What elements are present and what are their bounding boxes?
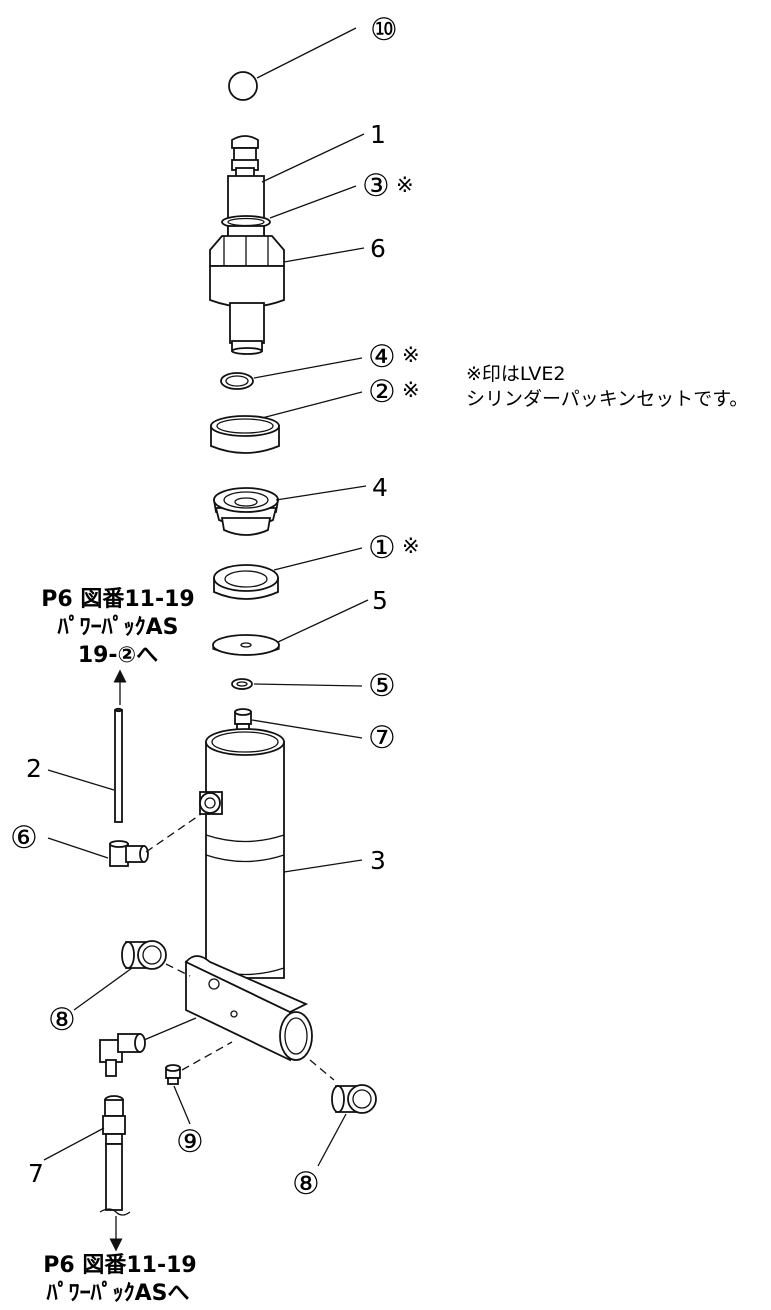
callout-p2: 2 bbox=[26, 754, 42, 783]
leader-c9 bbox=[173, 1085, 191, 1125]
part-cup-seal bbox=[212, 487, 280, 536]
ref-upper-line1: P6 図番11-19 bbox=[41, 587, 194, 612]
part-elbow-fitting bbox=[109, 840, 149, 867]
part-cylinder bbox=[184, 728, 313, 1062]
dash-c8-right bbox=[309, 1059, 335, 1081]
leader-c5 bbox=[253, 683, 363, 687]
callout-c4: ④ bbox=[368, 339, 396, 375]
note-line1: ※印はLVE2 bbox=[466, 363, 566, 385]
callout-c8-right: ⑧ bbox=[292, 1166, 320, 1202]
leader-c4 bbox=[253, 357, 363, 379]
part-cap-left bbox=[121, 940, 167, 970]
part-small-washer bbox=[231, 678, 253, 690]
leader-c8-left bbox=[73, 967, 133, 1011]
callout-c7: ⑦ bbox=[368, 720, 396, 756]
callout-p3: 3 bbox=[370, 846, 386, 875]
dash-c9 bbox=[181, 1041, 233, 1071]
callout-c9: ⑨ bbox=[176, 1124, 204, 1160]
part-rod bbox=[114, 707, 123, 823]
leader-p3 bbox=[283, 859, 363, 873]
callout-p4: 4 bbox=[372, 473, 388, 502]
callout-c2: ② bbox=[368, 374, 396, 410]
part-ball bbox=[228, 71, 258, 101]
callout-c8-left: ⑧ bbox=[48, 1002, 76, 1038]
callout-c3: ③ bbox=[362, 168, 390, 204]
callout-c1: ① bbox=[368, 530, 396, 566]
note-line2: シリンダーパッキンセットです。 bbox=[466, 388, 748, 410]
ref-lower-line1: P6 図番11-19 bbox=[43, 1253, 196, 1278]
callout-c6: ⑥ bbox=[10, 820, 38, 856]
part-cap-right bbox=[331, 1084, 377, 1114]
callout-c10: ⑩ bbox=[370, 12, 398, 48]
part-packing-ring bbox=[213, 564, 279, 600]
callout-c5: ⑤ bbox=[368, 668, 396, 704]
callout-p7: 7 bbox=[28, 1159, 44, 1188]
ref-upper-line3: 19-②へ bbox=[78, 643, 158, 668]
ref-lower-line2: ﾊﾟﾜｰﾊﾟｯｸASへ bbox=[46, 1280, 190, 1306]
part-plug bbox=[165, 1064, 181, 1085]
leader-p1 bbox=[261, 133, 365, 183]
callout-p5: 5 bbox=[372, 586, 388, 615]
dash-c6 bbox=[145, 811, 205, 853]
ref-upper-line2: ﾊﾟﾜｰﾊﾟｯｸAS bbox=[57, 614, 179, 640]
leader-c1 bbox=[273, 547, 363, 571]
asterisk-c4: ※ bbox=[402, 343, 420, 367]
leader-c6 bbox=[47, 837, 109, 859]
leader-p6 bbox=[283, 247, 365, 263]
dash-c8-left bbox=[165, 963, 191, 977]
asterisk-c2: ※ bbox=[402, 378, 420, 402]
part-hose-fitting bbox=[99, 1095, 131, 1216]
leader-c10 bbox=[256, 27, 357, 79]
leader-c8-right bbox=[317, 1113, 347, 1167]
leader-c3 bbox=[269, 185, 357, 219]
asterisk-c1: ※ bbox=[402, 534, 420, 558]
leader-p4 bbox=[275, 485, 367, 501]
part-sleeve bbox=[210, 415, 280, 454]
leader-c7 bbox=[251, 719, 363, 739]
part-lower-elbow bbox=[99, 1033, 146, 1077]
line-lower-elbow bbox=[143, 1017, 197, 1041]
part-thin-ring bbox=[220, 372, 254, 390]
leader-c2 bbox=[261, 391, 363, 419]
part-plunger-assembly bbox=[209, 135, 285, 355]
callout-p6: 6 bbox=[370, 234, 386, 263]
callout-p1: 1 bbox=[370, 120, 386, 149]
leader-p7 bbox=[43, 1127, 105, 1161]
leader-p2 bbox=[47, 769, 115, 791]
part-washer-plate bbox=[212, 634, 280, 656]
asterisk-c3: ※ bbox=[396, 173, 414, 197]
leader-p5 bbox=[277, 599, 369, 643]
